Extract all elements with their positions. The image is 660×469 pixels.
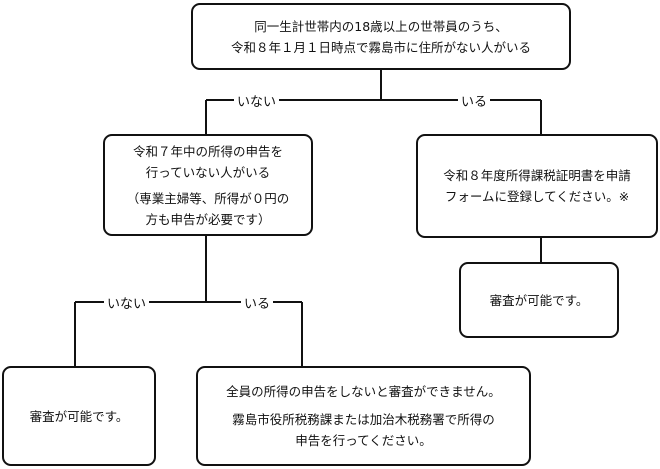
warning-text-line3: 申告を行ってください。 <box>295 433 432 448</box>
question-text-line1: 同一生計世帯内の18歳以上の世帯員のうち、 <box>254 18 508 34</box>
instruction-text-line1: 令和８年度所得課税証明書を申請 <box>443 168 631 183</box>
result-text: 審査が可能です。 <box>29 408 129 424</box>
note-text-line1: （専業主婦等、所得が０円の <box>126 190 290 206</box>
question-box-unfiled-income: 令和７年中の所得の申告を 行っていない人がいる （専業主婦等、所得が０円の 方も… <box>103 134 313 236</box>
instruction-box-certificate: 令和８年度所得課税証明書を申請 フォームに登録してください。※ <box>416 134 658 238</box>
question-text-line2: 行っていない人がいる <box>145 164 271 180</box>
warning-text-line1: 全員の所得の申告をしないと審査ができません。 <box>226 384 501 399</box>
question-text-line1: 令和７年中の所得の申告を <box>132 143 283 159</box>
warning-text-line2: 霧島市役所税務課または加治木税務署で所得の <box>232 412 495 427</box>
note-text-line2: 方も申告が必要です） <box>145 211 271 227</box>
result-box-right: 審査が可能です。 <box>459 262 619 338</box>
branch-label-yes: いる <box>458 91 491 110</box>
question-text-line2: 令和８年１月１日時点で霧島市に住所がない人がいる <box>230 39 531 55</box>
branch-label-yes: いる <box>241 293 274 312</box>
result-text: 審査が可能です。 <box>489 292 589 308</box>
instruction-text-line2: フォームに登録してください。※ <box>444 189 630 204</box>
question-box-nonresident: 同一生計世帯内の18歳以上の世帯員のうち、 令和８年１月１日時点で霧島市に住所が… <box>191 3 571 70</box>
branch-label-no: いない <box>234 91 280 110</box>
branch-label-no: いない <box>104 293 150 312</box>
result-box-bottom-left: 審査が可能です。 <box>2 366 156 466</box>
warning-box-filing-required: 全員の所得の申告をしないと審査ができません。 霧島市役所税務課または加治木税務署… <box>196 366 531 466</box>
